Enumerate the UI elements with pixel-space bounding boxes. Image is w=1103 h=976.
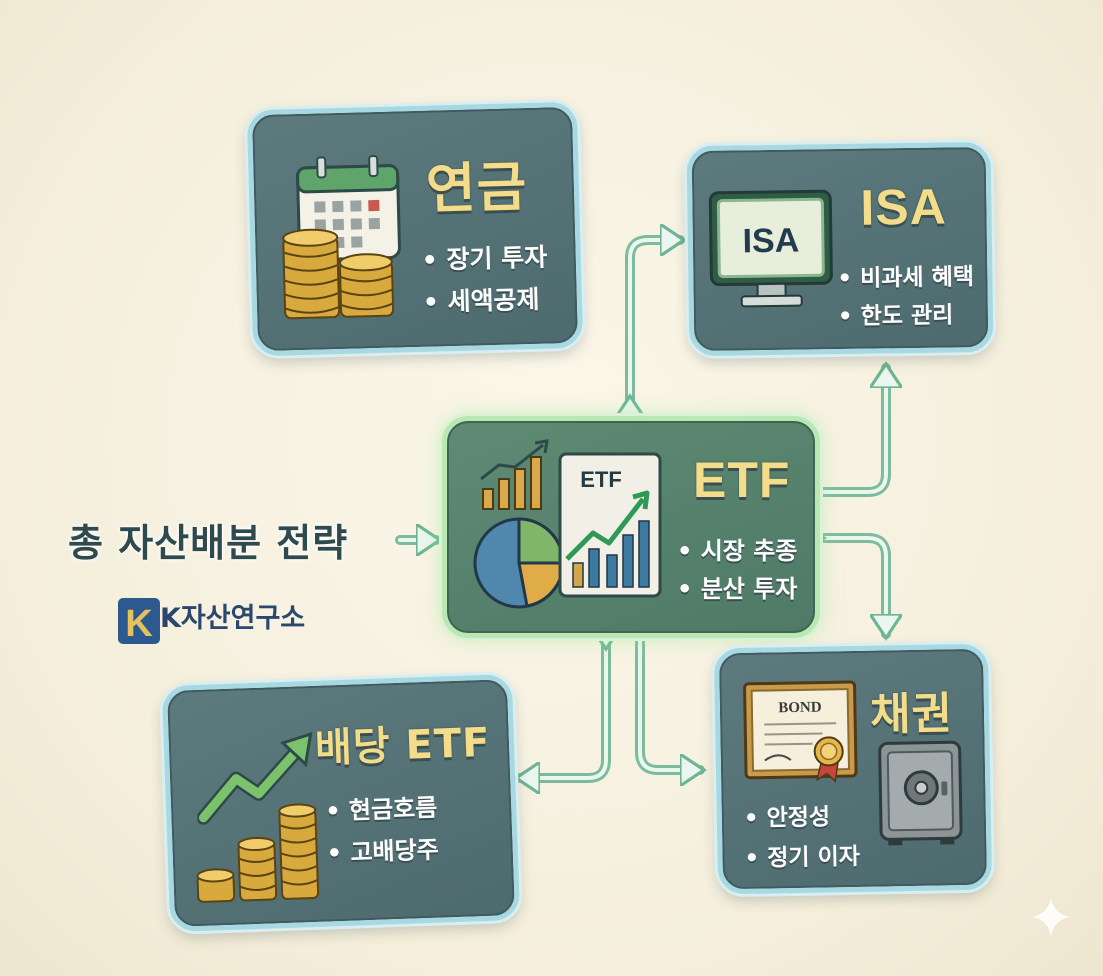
pension-card: 연금 장기 투자 세액공제 (246, 101, 584, 357)
pie-chart-icon (473, 517, 565, 609)
certificate-text: BOND (778, 700, 822, 717)
arrow-etf-isa (816, 368, 886, 494)
isa-item-2: 한도 관리 (838, 295, 954, 331)
arrow-etf-bond-lower (638, 638, 700, 770)
brand-logo-letter: K (125, 603, 153, 645)
safe-icon (878, 740, 963, 846)
etf-title: ETF (693, 452, 791, 508)
etf-item-2: 분산 투자 (677, 569, 798, 604)
growth-chart-label: ETF (580, 467, 622, 492)
pension-title: 연금 (425, 155, 529, 221)
brand-logo-icon: K (118, 598, 160, 645)
certificate-icon: BOND (743, 680, 858, 783)
isa-card: ISA ISA 비과세 혜택 한도 관리 (686, 141, 994, 357)
trend-arrow-icon (196, 731, 313, 825)
isa-item-1: 비과세 혜택 (837, 257, 974, 293)
dividend-item-1: 현금호름 (325, 788, 438, 827)
etf-item-1: 시장 추종 (677, 531, 798, 566)
bond-card: BOND 채권 안정성 정기 이자 (713, 643, 993, 895)
brand-name: K자산연구소 (160, 603, 306, 634)
isa-title: ISA (860, 178, 948, 236)
arrow-etf-bond (820, 538, 886, 634)
sparkle-icon (1032, 898, 1070, 936)
strategy-label: 총 자산배분 전략 (68, 521, 349, 565)
bond-item-2: 정기 이자 (744, 837, 860, 873)
arrow-isa-etf (630, 240, 680, 400)
arrow-etf-dividend (520, 645, 606, 778)
dividend-item-2: 고배당주 (326, 830, 439, 869)
dividend-title: 배당 ETF (314, 719, 492, 772)
growth-chart-icon: ETF (558, 452, 662, 598)
pension-item-2: 세액공제 (422, 280, 540, 319)
coin-stack-icon (196, 803, 320, 903)
bar-chart-icon (480, 439, 549, 510)
bond-title: 채권 (869, 688, 954, 741)
monitor-icon: ISA (708, 189, 833, 308)
bond-item-1: 안정성 (744, 797, 831, 832)
coin-stack-icon (282, 228, 395, 320)
pension-item-1: 장기 투자 (421, 238, 547, 277)
monitor-screen-text: ISA (742, 222, 799, 261)
etf-card: ETF ETF 시장 추종 분산 투자 (442, 416, 820, 638)
dividend-card: 배당 ETF 현금호름 고배당주 (161, 673, 521, 933)
